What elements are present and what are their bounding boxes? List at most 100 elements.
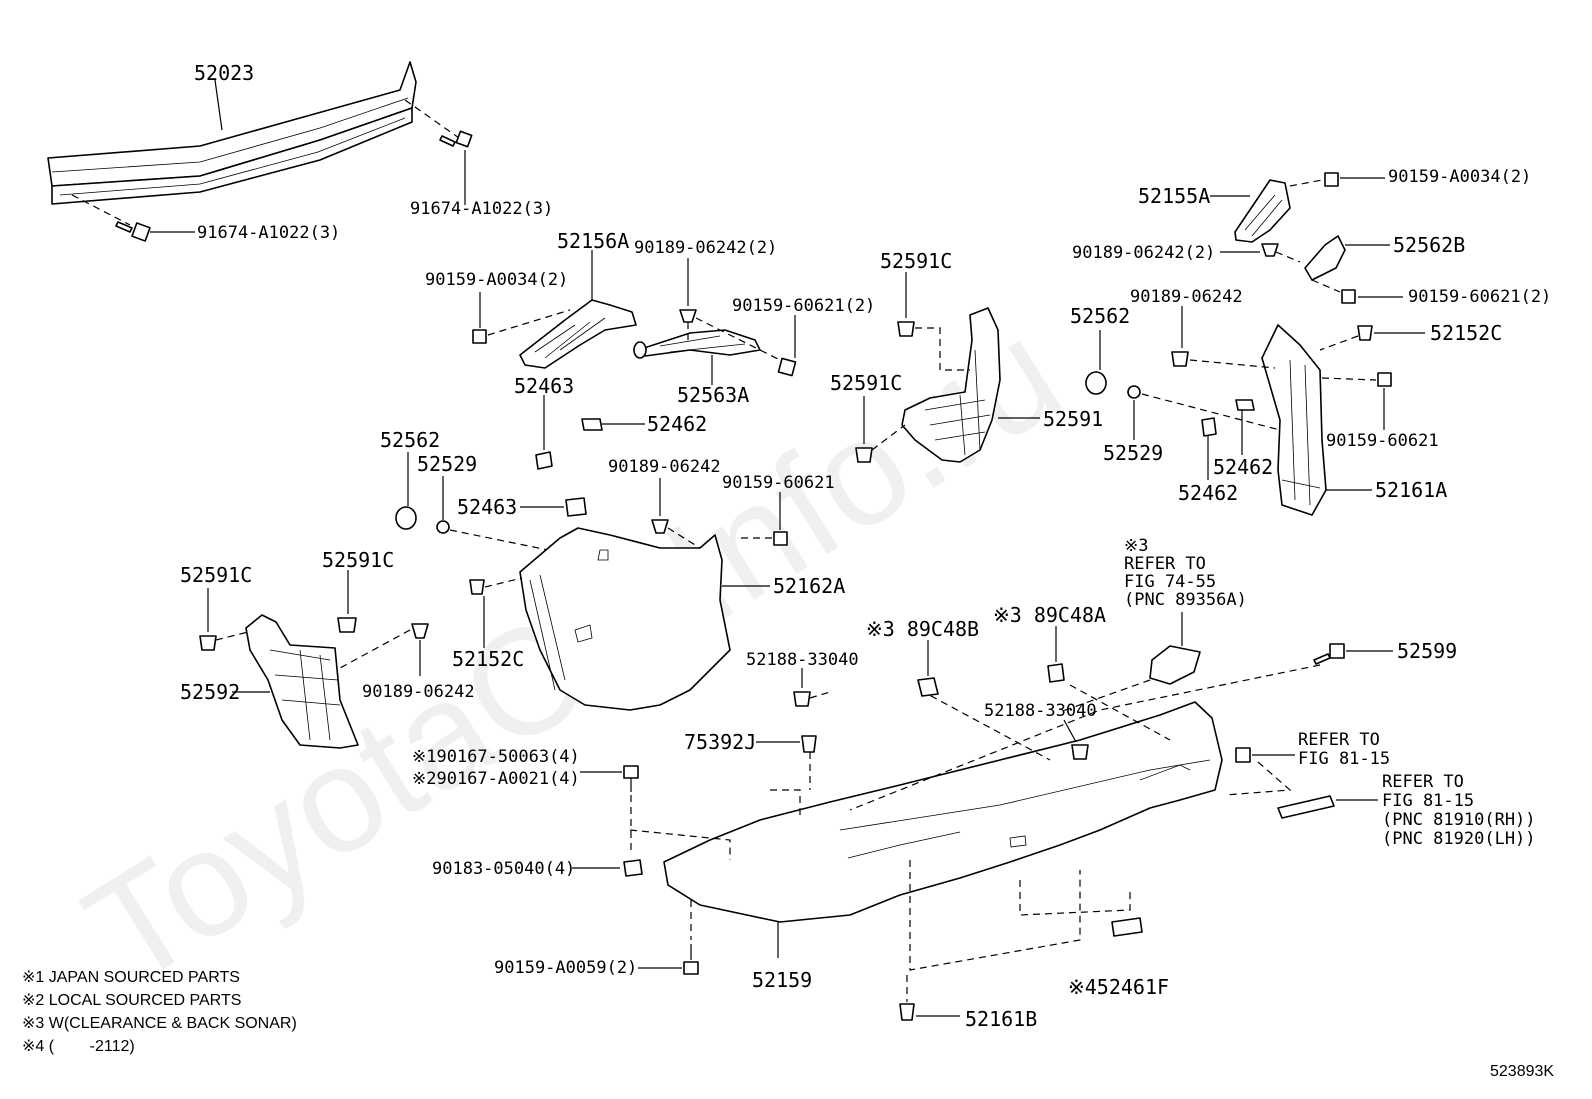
bolt-90159-60621-right: 90159-60621 (1321, 372, 1439, 451)
part-52592-bracket: 52592 (180, 614, 359, 749)
label-52591C-center-upper: 52591C (880, 249, 952, 273)
label-52562-left: 52562 (380, 428, 440, 452)
pad-52462-right-b: 52462 (1178, 417, 1238, 505)
label-90183-05040: 90183-05040(4) (432, 859, 575, 879)
label-90167-50063: ※190167-50063(4) (412, 747, 580, 767)
part-52563A-bracket: 52563A (633, 329, 761, 407)
label-52023: 52023 (194, 61, 254, 85)
footnotes: ※1 JAPAN SOURCED PARTS ※2 LOCAL SOURCED … (22, 969, 297, 1055)
label-90189-06242-2-left: 90189-06242(2) (634, 238, 777, 258)
clip-52591C-center-lower: 52591C (830, 371, 906, 463)
label-52562B: 52562B (1393, 233, 1465, 257)
part-52156A-bracket: 52156A (519, 229, 637, 369)
clip-52591C-center-upper: 52591C (880, 249, 970, 371)
clip-75392J: 75392J (684, 730, 817, 790)
label-52463-left: 52463 (457, 495, 517, 519)
clip-90189-06242-2-left: 90189-06242(2) (634, 238, 781, 361)
ref-fig74-55-line1: REFER TO (1124, 554, 1206, 574)
bolt-90159-60621-2-left: 90159-60621(2) (732, 296, 875, 377)
retainer-52188-33040-upper: 52188-33040 (746, 650, 859, 707)
label-90189-06242-left-middle: 90189-06242 (608, 457, 721, 477)
sensor-89C48B: ※3 89C48B (866, 617, 979, 697)
screw-90167: ※190167-50063(4) ※290167-A0021(4) (412, 747, 639, 850)
nut-90183-05040: 90183-05040(4) (432, 859, 643, 879)
label-90159-60621-2-left: 90159-60621(2) (732, 296, 875, 316)
clip-90189-06242-left-lower: 90189-06242 (339, 623, 475, 702)
clip-90189-06242-left-middle: 90189-06242 (608, 457, 721, 549)
figure-code: 523893K (1490, 1063, 1554, 1080)
part-52161A-bracket: 52161A (1261, 324, 1447, 516)
clip-52562-right: 52562 (1070, 304, 1130, 395)
label-91674-a1022-lower: 91674-A1022(3) (197, 223, 340, 243)
footnote-1: ※1 JAPAN SOURCED PARTS (22, 969, 240, 986)
locator-line-left-upper (770, 789, 801, 820)
clip-90189-06242-right: 90189-06242 (1130, 287, 1276, 369)
locator-line-89c48b (919, 689, 1051, 761)
label-52462-upper: 52462 (647, 412, 707, 436)
reflector-fig81-15 (1277, 795, 1378, 819)
part-52162A-retainer: 52162A (519, 527, 845, 711)
label-90189-06242-2-right: 90189-06242(2) (1072, 243, 1215, 263)
footnote-2: ※2 LOCAL SOURCED PARTS (22, 992, 241, 1009)
footnote-3: ※3 W(CLEARANCE & BACK SONAR) (22, 1015, 297, 1032)
label-52463-upper: 52463 (514, 374, 574, 398)
label-89C48A: ※3 89C48A (993, 603, 1106, 627)
label-90159-60621-2-right: 90159-60621(2) (1408, 287, 1551, 307)
label-90159-a0034-right: 90159-A0034(2) (1388, 167, 1531, 187)
label-52161B: 52161B (965, 1007, 1037, 1031)
pad-52461F: ※452461F (1068, 917, 1169, 999)
label-90159-a0034-left: 90159-A0034(2) (425, 270, 568, 290)
ref-fig74-55-line2: FIG 74-55 (1124, 572, 1216, 592)
locator-line-sonar (1059, 679, 1151, 713)
pad-52462-right-a: 52462 (1213, 399, 1273, 479)
ref-fig81-15-b-line4: (PNC 81920(LH)) (1382, 829, 1536, 849)
part-52562B-bracket: 52562B (1304, 233, 1465, 281)
label-52188-33040-lower: 52188-33040 (984, 701, 1097, 721)
label-90189-06242-left-lower: 90189-06242 (362, 682, 475, 702)
locator-line-52461f (1019, 880, 1131, 916)
label-90167-a0021: ※290167-A0021(4) (412, 769, 580, 789)
label-52461F: ※452461F (1068, 975, 1169, 999)
pad-52463-left: 52463 (457, 495, 587, 519)
ref-fig81-15-a-line2: FIG 81-15 (1298, 749, 1390, 769)
locator-line-fig81-15 (1224, 761, 1292, 796)
clip-52562-left: 52562 (380, 428, 440, 530)
label-52152C-lower: 52152C (452, 647, 524, 671)
label-75392J: 75392J (684, 730, 756, 754)
label-52156A: 52156A (557, 229, 629, 253)
clip-52152C-upper: 52152C (1319, 321, 1502, 351)
label-52599: 52599 (1397, 639, 1457, 663)
bolt-91674-lower: 91674-A1022(3) (71, 194, 340, 243)
label-52162A: 52162A (773, 574, 845, 598)
label-52563A: 52563A (677, 383, 749, 407)
label-90189-06242-right: 90189-06242 (1130, 287, 1243, 307)
pad-52462-upper: 52462 (581, 412, 707, 436)
ref-fig74-55-line3: (PNC 89356A) (1124, 590, 1247, 610)
label-52562-right: 52562 (1070, 304, 1130, 328)
reference-fig81-15-a: REFER TO FIG 81-15 (1298, 730, 1390, 769)
label-90159-a0059: 90159-A0059(2) (494, 958, 637, 978)
label-89C48B: ※3 89C48B (866, 617, 979, 641)
label-52529-right: 52529 (1103, 441, 1163, 465)
label-52188-33040-upper: 52188-33040 (746, 650, 859, 670)
label-52591C-center-lower: 52591C (830, 371, 902, 395)
label-52591: 52591 (1043, 407, 1103, 431)
label-52152C-upper: 52152C (1430, 321, 1502, 345)
label-52159: 52159 (752, 968, 812, 992)
bolt-90159-a0034-right: 90159-A0034(2) (1289, 167, 1531, 187)
label-52155A: 52155A (1138, 184, 1210, 208)
label-52591C-left: 52591C (180, 563, 252, 587)
bolt-90159-60621-left-middle: 90159-60621 (722, 473, 835, 546)
clip-52152C-lower: 52152C (452, 577, 524, 671)
ref-fig81-15-b-line1: REFER TO (1382, 772, 1464, 792)
clip-52591C-left-mid: 52591C (322, 548, 394, 633)
reference-fig81-15-b: REFER TO FIG 81-15 (PNC 81910(RH)) (PNC … (1382, 772, 1536, 849)
label-90159-60621-left-middle: 90159-60621 (722, 473, 835, 493)
sonar-cover-fig74-55 (1149, 612, 1201, 685)
label-52591C-left-mid: 52591C (322, 548, 394, 572)
label-52592: 52592 (180, 680, 240, 704)
label-52462-right-a: 52462 (1213, 455, 1273, 479)
bolt-90159-a0034-left: 90159-A0034(2) (425, 270, 571, 344)
footnote-4: ※4 ( -2112) (22, 1038, 135, 1055)
